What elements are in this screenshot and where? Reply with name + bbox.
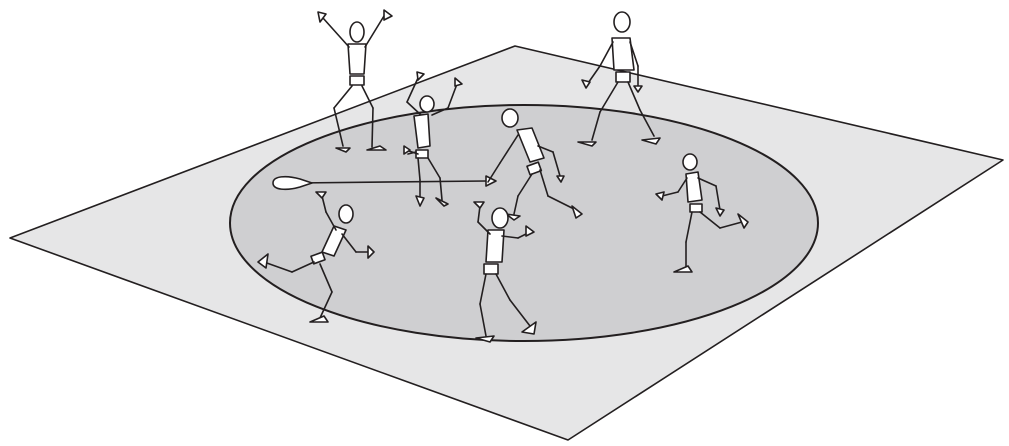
throwing-object-icon bbox=[272, 175, 497, 191]
stick-figure bbox=[577, 11, 661, 147]
circle-boundary bbox=[229, 104, 819, 342]
stick-figure bbox=[473, 201, 537, 343]
stick-figure bbox=[655, 153, 749, 273]
stick-figure bbox=[257, 191, 375, 323]
stick-figure bbox=[317, 9, 393, 153]
stick-figure bbox=[403, 145, 419, 155]
stick-figure bbox=[487, 108, 583, 221]
stick-figure bbox=[406, 71, 463, 207]
